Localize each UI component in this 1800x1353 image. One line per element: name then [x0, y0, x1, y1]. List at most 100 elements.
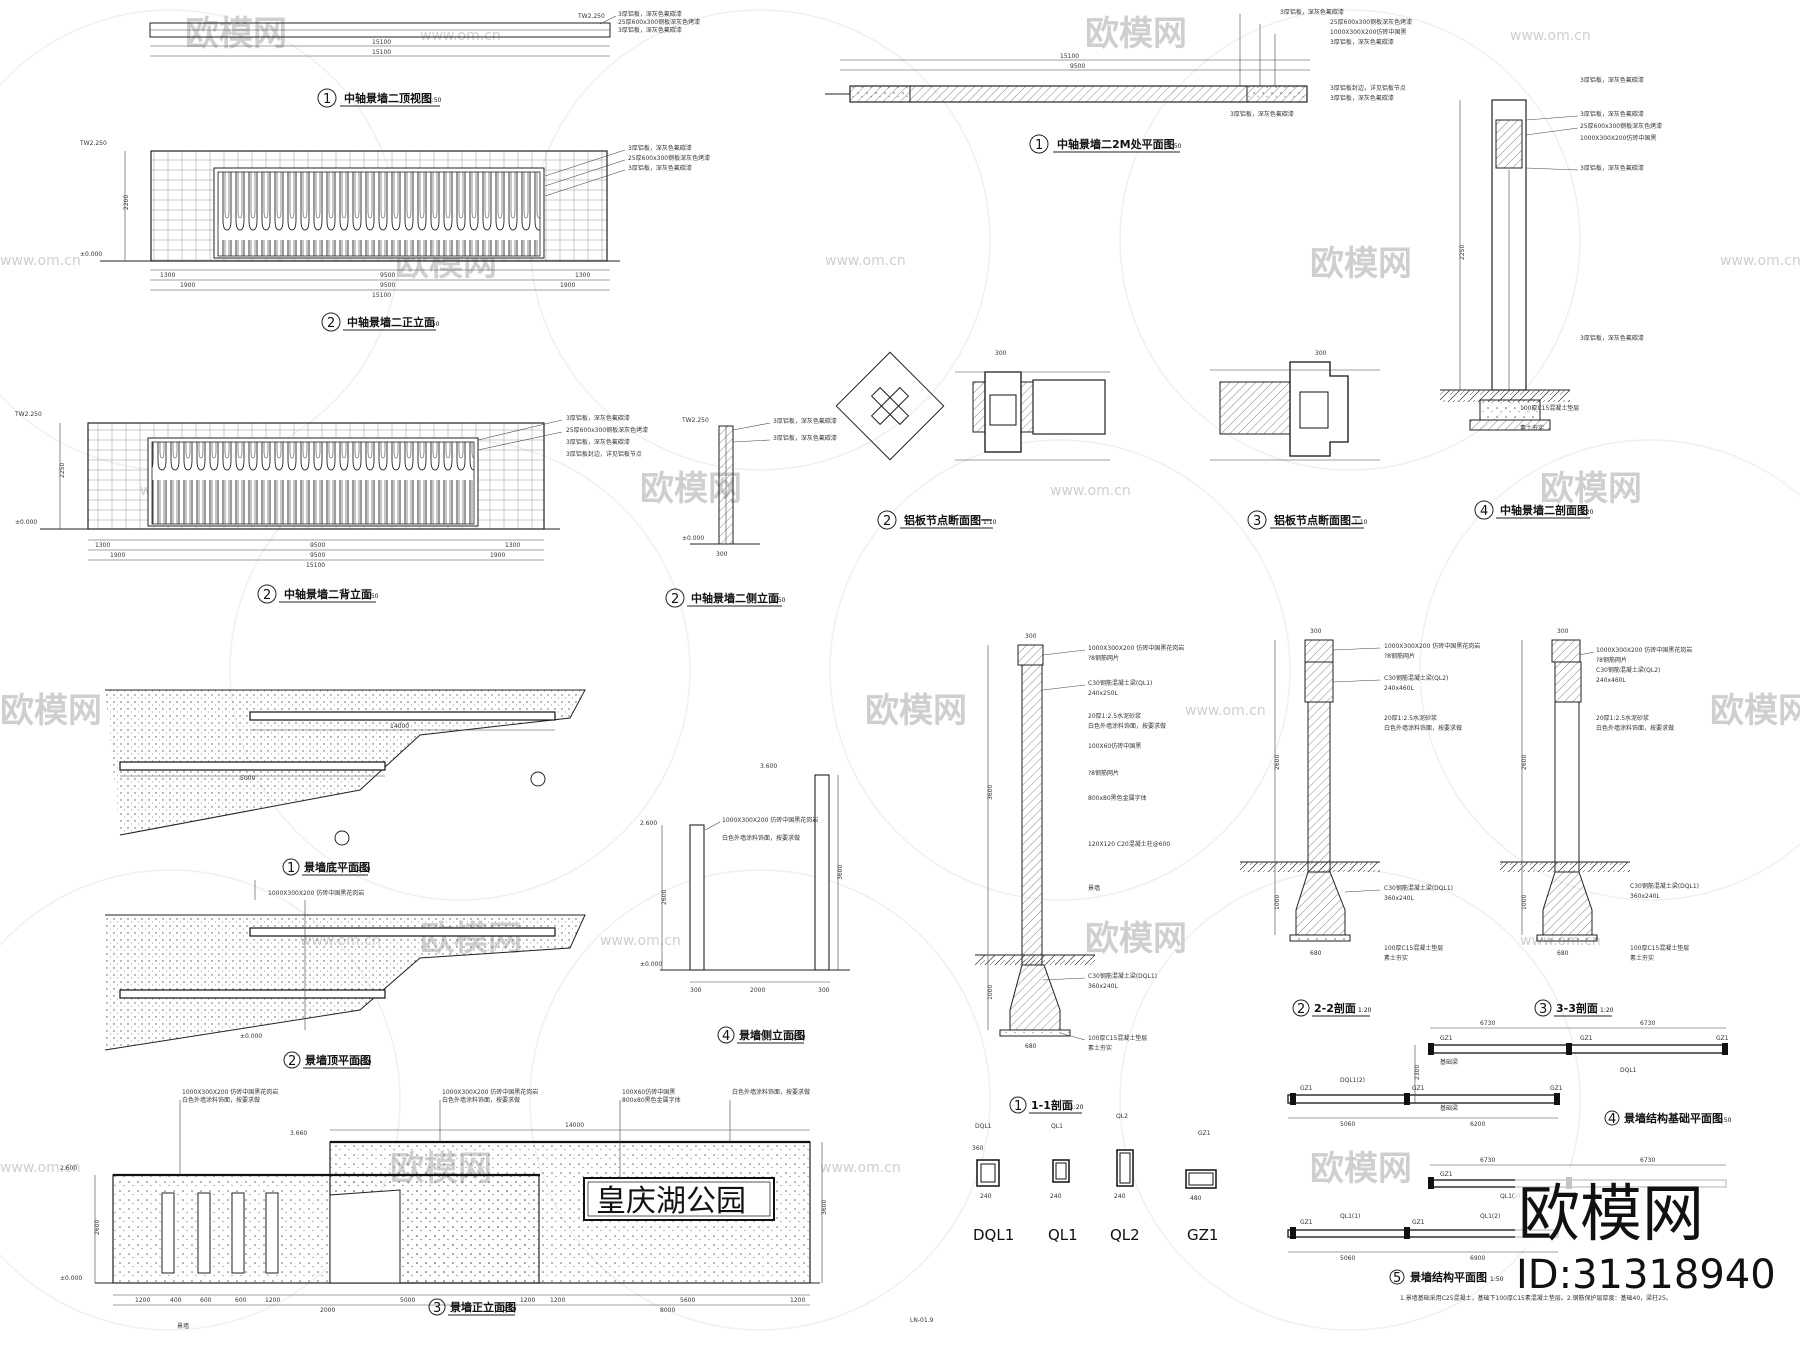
svg-text:1:50: 1:50: [792, 1034, 806, 1041]
watermark-site: www.om.cn: [825, 253, 906, 269]
svg-text:1300: 1300: [575, 272, 590, 279]
watermark-site: www.om.cn: [0, 1160, 81, 1176]
svg-text:景墙: 景墙: [177, 1322, 189, 1330]
svg-text:100厚C15混凝土垫层: 100厚C15混凝土垫层: [1630, 944, 1689, 952]
svg-text:1000X300X200仿砖中国黑: 1000X300X200仿砖中国黑: [1580, 134, 1656, 142]
svg-text:2: 2: [263, 588, 271, 603]
svg-text:600: 600: [200, 1297, 212, 1304]
svg-text:1: 1: [287, 861, 295, 876]
svg-text:3厚铝板，深灰色氟碳漆: 3厚铝板，深灰色氟碳漆: [773, 417, 837, 425]
svg-text:14000: 14000: [565, 1122, 584, 1129]
svg-text:白色外墙涂料饰面，按要求做: 白色外墙涂料饰面，按要求做: [732, 1088, 810, 1096]
svg-text:1000X300X200 仿砖中国黑花岗岩: 1000X300X200 仿砖中国黑花岗岩: [1088, 644, 1184, 652]
svg-text:6730: 6730: [1640, 1157, 1655, 1164]
svg-text:240x460L: 240x460L: [1384, 685, 1414, 692]
svg-text:1000: 1000: [1521, 895, 1528, 910]
svg-text:3厚铝板，深灰色氟碳漆: 3厚铝板，深灰色氟碳漆: [1230, 110, 1294, 118]
svg-text:2: 2: [327, 316, 335, 331]
svg-text:360x240L: 360x240L: [1088, 983, 1118, 990]
svg-text:1900: 1900: [180, 282, 195, 289]
svg-text:1000: 1000: [987, 985, 994, 1000]
watermark-site: www.om.cn: [420, 28, 501, 44]
svg-text:1:20: 1:20: [1358, 1007, 1372, 1014]
svg-text:中轴景墙二正立面: 中轴景墙二正立面: [347, 315, 435, 329]
svg-text:680: 680: [1310, 950, 1322, 957]
svg-text:20厚1:2.5水泥砂浆: 20厚1:2.5水泥砂浆: [1384, 714, 1437, 722]
svg-text:GZ1: GZ1: [1716, 1035, 1729, 1042]
wall-section-4-drawing: 2250 3厚铝板，深灰色氟碳漆 3厚铝板，深灰色氟碳漆 25厚600x300钢…: [1440, 76, 1662, 520]
svg-text:3厚铝板，深灰色氟碳漆: 3厚铝板，深灰色氟碳漆: [1580, 334, 1644, 342]
svg-text:240: 240: [1114, 1193, 1126, 1200]
svg-text:15100: 15100: [1060, 53, 1079, 60]
svg-text:2: 2: [883, 514, 891, 529]
svg-text:14000: 14000: [390, 723, 409, 730]
svg-text:2600: 2600: [94, 1220, 101, 1235]
svg-text:1:50: 1:50: [428, 97, 442, 104]
svg-text:2600: 2600: [1521, 755, 1528, 770]
svg-text:QL1: QL1: [1048, 1226, 1078, 1244]
aluminum-node-1-drawing: 300 2 铝板节点断面图一 1:10: [835, 350, 1110, 530]
watermark-text: 欧模网: [1085, 14, 1187, 54]
svg-text:QL1(1): QL1(1): [1340, 1213, 1360, 1220]
svg-text:QL2: QL2: [1110, 1226, 1140, 1244]
svg-text:景墙顶平面图: 景墙顶平面图: [304, 1053, 371, 1067]
svg-text:1:20: 1:20: [1070, 1104, 1084, 1111]
svg-text:25厚600x300钢板深灰色烤漆: 25厚600x300钢板深灰色烤漆: [566, 426, 648, 434]
svg-text:800x80黑色金属字体: 800x80黑色金属字体: [622, 1096, 681, 1104]
svg-text:9500: 9500: [310, 552, 325, 559]
svg-text:600: 600: [235, 1297, 247, 1304]
svg-text:1:50: 1:50: [365, 593, 379, 600]
watermark-texts: 欧模网 www.om.cn 欧模网 www.om.cn www.om.cn 欧模…: [0, 14, 1800, 1189]
svg-text:3厚铝板封边，详见铝板节点: 3厚铝板封边，详见铝板节点: [1330, 84, 1406, 92]
svg-text:400: 400: [170, 1297, 182, 1304]
aluminum-node-2-drawing: 300 3 铝板节点断面图二 1:10: [1210, 350, 1380, 530]
top-view-drawing: 15100 15100 TW2.250 3厚铝板，深灰色氟碳漆 25厚600x3…: [149, 10, 700, 108]
watermark-text: 欧模网: [185, 14, 287, 54]
svg-text:3厚铝板，深灰色氟碳漆: 3厚铝板，深灰色氟碳漆: [773, 434, 837, 442]
svg-text:1: 1: [1014, 1099, 1022, 1114]
svg-text:1000X300X200 仿砖中国黑花岗岩: 1000X300X200 仿砖中国黑花岗岩: [182, 1088, 278, 1096]
svg-text:3厚铝板，深灰色氟碳漆: 3厚铝板，深灰色氟碳漆: [628, 144, 692, 152]
svg-text:C30钢筋混凝土梁(DQL1): C30钢筋混凝土梁(DQL1): [1088, 972, 1157, 980]
svg-text:1:50: 1:50: [1168, 143, 1182, 150]
svg-text:100厚C15混凝土垫层: 100厚C15混凝土垫层: [1088, 1034, 1147, 1042]
watermark-site: www.om.cn: [820, 1160, 901, 1176]
svg-text:TW2.250: TW2.250: [577, 13, 605, 20]
svg-text:300: 300: [690, 987, 702, 994]
svg-text:240: 240: [980, 1193, 992, 1200]
svg-text:白色外墙涂料饰面，按要求做: 白色外墙涂料饰面，按要求做: [182, 1096, 260, 1104]
svg-text:6200: 6200: [1470, 1121, 1485, 1128]
svg-text:GZ1: GZ1: [1550, 1085, 1563, 1092]
svg-text:100厚C15混凝土垫层: 100厚C15混凝土垫层: [1520, 404, 1579, 412]
svg-text:20厚1:2.5水泥砂浆: 20厚1:2.5水泥砂浆: [1088, 712, 1141, 720]
svg-text:2250: 2250: [1459, 245, 1466, 260]
svg-text:3厚铝板，深灰色氟碳漆: 3厚铝板，深灰色氟碳漆: [628, 164, 692, 172]
svg-text:480: 480: [1190, 1195, 1202, 1202]
svg-text:C30钢筋混凝土梁(QL2): C30钢筋混凝土梁(QL2): [1596, 666, 1660, 674]
svg-text:2000: 2000: [750, 987, 765, 994]
svg-text:1:20: 1:20: [1580, 509, 1594, 516]
svg-text:QL1(2): QL1(2): [1500, 1193, 1520, 1200]
watermark-site: www.om.cn: [0, 253, 81, 269]
svg-text:素土夯实: 素土夯实: [1384, 954, 1408, 962]
svg-text:铝板节点断面图一: 铝板节点断面图一: [904, 513, 992, 527]
svg-text:C30钢筋混凝土梁(DQL1): C30钢筋混凝土梁(DQL1): [1384, 884, 1453, 892]
svg-text:360: 360: [972, 1145, 984, 1152]
svg-text:1:50: 1:50: [1490, 1276, 1504, 1283]
svg-text:3.660: 3.660: [290, 1130, 307, 1137]
page-code: LN-01.9: [910, 1317, 934, 1324]
svg-text:白色外墙涂料饰面，按要求做: 白色外墙涂料饰面，按要求做: [1384, 724, 1462, 732]
svg-text:1900: 1900: [560, 282, 575, 289]
svg-text:DQL1: DQL1: [1620, 1067, 1637, 1074]
svg-text:1000X300X200 仿砖中国黑花岗岩: 1000X300X200 仿砖中国黑花岗岩: [1384, 642, 1480, 650]
svg-text:GZ1: GZ1: [1300, 1219, 1313, 1226]
svg-text:1200: 1200: [550, 1297, 565, 1304]
svg-text:白色外墙涂料饰面，按要求做: 白色外墙涂料饰面，按要求做: [722, 834, 800, 842]
park-name-sign: 皇庆湖公园: [596, 1184, 746, 1219]
svg-text:15100: 15100: [306, 562, 325, 569]
svg-text:8000: 8000: [660, 1307, 675, 1314]
svg-text:基础梁: 基础梁: [1440, 1058, 1458, 1066]
watermark-site: www.om.cn: [600, 933, 681, 949]
svg-text:360x240L: 360x240L: [1630, 893, 1660, 900]
